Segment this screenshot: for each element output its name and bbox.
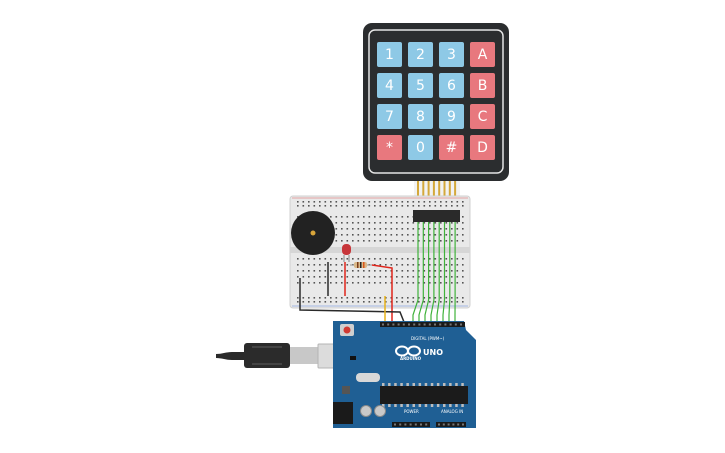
key-label: 6	[447, 78, 456, 94]
keypad-ribbon	[414, 181, 460, 197]
keypad-wires	[412, 222, 456, 324]
key-label: C	[478, 109, 488, 125]
key-cap	[470, 104, 495, 129]
key-label: 2	[416, 47, 425, 63]
key-label: 1	[385, 47, 394, 63]
power-jack	[333, 402, 353, 424]
key-label: 3	[447, 47, 456, 63]
usb-metal	[290, 347, 318, 364]
key-cap	[439, 73, 464, 98]
led-wire-red	[344, 262, 393, 327]
key-cap	[408, 42, 433, 67]
keypad-key-5[interactable]: 5	[408, 73, 433, 98]
key-cap	[470, 135, 495, 160]
key-cap	[439, 135, 464, 160]
usb-plug	[244, 343, 290, 368]
key-cap	[470, 73, 495, 98]
key-cap	[408, 73, 433, 98]
arduino-uno-board[interactable]: DIGITAL (PWM~) ARDUINO UNO POWER ANALOG …	[333, 321, 476, 428]
key-cap	[439, 42, 464, 67]
keypad-key-6[interactable]: 6	[439, 73, 464, 98]
power-label: POWER	[404, 409, 419, 414]
keypad-key-8[interactable]: 8	[408, 104, 433, 129]
digital-header	[380, 322, 465, 327]
arduino-model: UNO	[423, 348, 443, 357]
led-body	[342, 244, 351, 255]
key-label: 0	[416, 140, 425, 156]
keypad-key-7[interactable]: 7	[377, 104, 402, 129]
keypad-key-B[interactable]: B	[470, 73, 495, 98]
keypad-key-star[interactable]: *	[377, 135, 402, 160]
key-label: 9	[447, 109, 456, 125]
key-cap	[408, 104, 433, 129]
keypad-key-1[interactable]: 1	[377, 42, 402, 67]
key-label: 8	[416, 109, 425, 125]
key-label: 5	[416, 78, 425, 94]
breadboard-channel	[290, 247, 470, 253]
keypad-keys: 1 2 3 A 4 5 6 B 7 8 9 C * 0 # D	[377, 42, 495, 160]
analog-label: ANALOG IN	[441, 409, 463, 414]
key-label: D	[477, 140, 488, 156]
key-label: 4	[385, 78, 394, 94]
key-label: #	[446, 140, 458, 156]
keypad-key-0[interactable]: 0	[408, 135, 433, 160]
usb-cable-cord	[216, 352, 246, 360]
keypad-key-D[interactable]: D	[470, 135, 495, 160]
keypad-key-hash[interactable]: #	[439, 135, 464, 160]
analog-header	[436, 422, 466, 427]
key-cap	[377, 104, 402, 129]
keypad-key-4[interactable]: 4	[377, 73, 402, 98]
key-cap	[439, 104, 464, 129]
arduino-brand: ARDUINO	[400, 356, 422, 361]
usb-cable[interactable]	[216, 343, 351, 369]
keypad-key-C[interactable]: C	[470, 104, 495, 129]
key-label: 7	[385, 109, 394, 125]
key-cap	[408, 135, 433, 160]
digital-label: DIGITAL (PWM~)	[411, 336, 445, 341]
piezo-buzzer[interactable]	[291, 211, 335, 255]
keypad-4x4[interactable]: 1 2 3 A 4 5 6 B 7 8 9 C * 0 # D	[363, 23, 509, 181]
keypad-key-9[interactable]: 9	[439, 104, 464, 129]
crystal	[356, 373, 380, 382]
buzzer-hole	[310, 230, 316, 236]
red-led[interactable]	[342, 244, 351, 262]
key-cap	[377, 42, 402, 67]
atmega-chip	[380, 386, 468, 404]
keypad-key-2[interactable]: 2	[408, 42, 433, 67]
breadboard[interactable]	[289, 195, 471, 309]
keypad-key-3[interactable]: 3	[439, 42, 464, 67]
keypad-border	[368, 29, 504, 174]
key-label: *	[386, 140, 393, 156]
resistor[interactable]	[350, 262, 372, 268]
keypad-key-A[interactable]: A	[470, 42, 495, 67]
key-label: B	[478, 78, 488, 94]
key-cap	[470, 42, 495, 67]
arduino-logo: ARDUINO UNO	[395, 345, 443, 361]
key-label: A	[478, 47, 488, 63]
key-cap	[377, 73, 402, 98]
key-cap	[377, 135, 402, 160]
buzzer-wire-black	[299, 262, 405, 323]
reset-button[interactable]	[343, 326, 351, 334]
keypad-header	[413, 210, 460, 222]
